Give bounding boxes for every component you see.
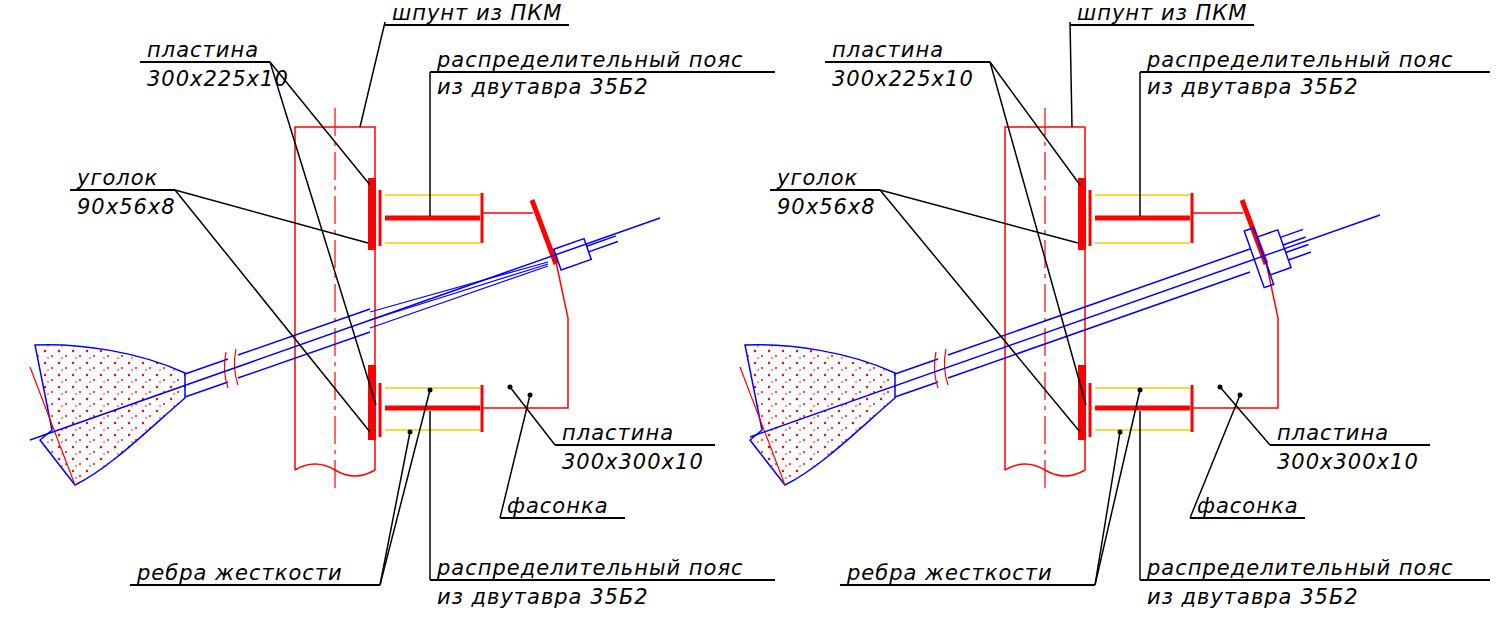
callout-label: распределительный пояс (430, 49, 775, 73)
callout-label: распределительный пояс (1140, 557, 1490, 581)
leader-lines (175, 22, 1270, 585)
callout-label: распределительный пояс (430, 557, 775, 581)
callout-label: пластина (1270, 422, 1430, 446)
callout-label: 90x56x8 (770, 196, 880, 218)
callout-label: из двутавра 35Б2 (1140, 586, 1363, 608)
callout-label: ребра жесткости (840, 562, 1095, 586)
callout-label: ребра жесткости (130, 562, 380, 586)
callout-label: распределительный пояс (1140, 49, 1490, 73)
callout-label: пластина (825, 39, 990, 63)
callout-label: из двутавра 35Б2 (1140, 76, 1363, 98)
callout-label: 90x56x8 (70, 196, 180, 218)
callout-label: шпунт из ПКМ (1070, 2, 1254, 26)
callout-label: шпунт из ПКМ (385, 2, 569, 26)
callout-label: из двутавра 35Б2 (430, 586, 653, 608)
callout-label: пластина (555, 422, 715, 446)
callout-label: из двутавра 35Б2 (430, 76, 653, 98)
callout-label: 300x300x10 (1270, 451, 1423, 473)
leader-dots (408, 385, 1243, 435)
callout-label: уголок (70, 167, 175, 191)
callout-label: уголок (770, 167, 880, 191)
callout-label: 300x300x10 (555, 451, 708, 473)
callout-label: фасонка (500, 495, 625, 519)
callout-label: фасонка (1190, 495, 1305, 519)
callout-label: пластина (140, 39, 270, 63)
callout-label: 300x225x10 (140, 68, 293, 90)
callout-label: 300x225x10 (825, 68, 978, 90)
